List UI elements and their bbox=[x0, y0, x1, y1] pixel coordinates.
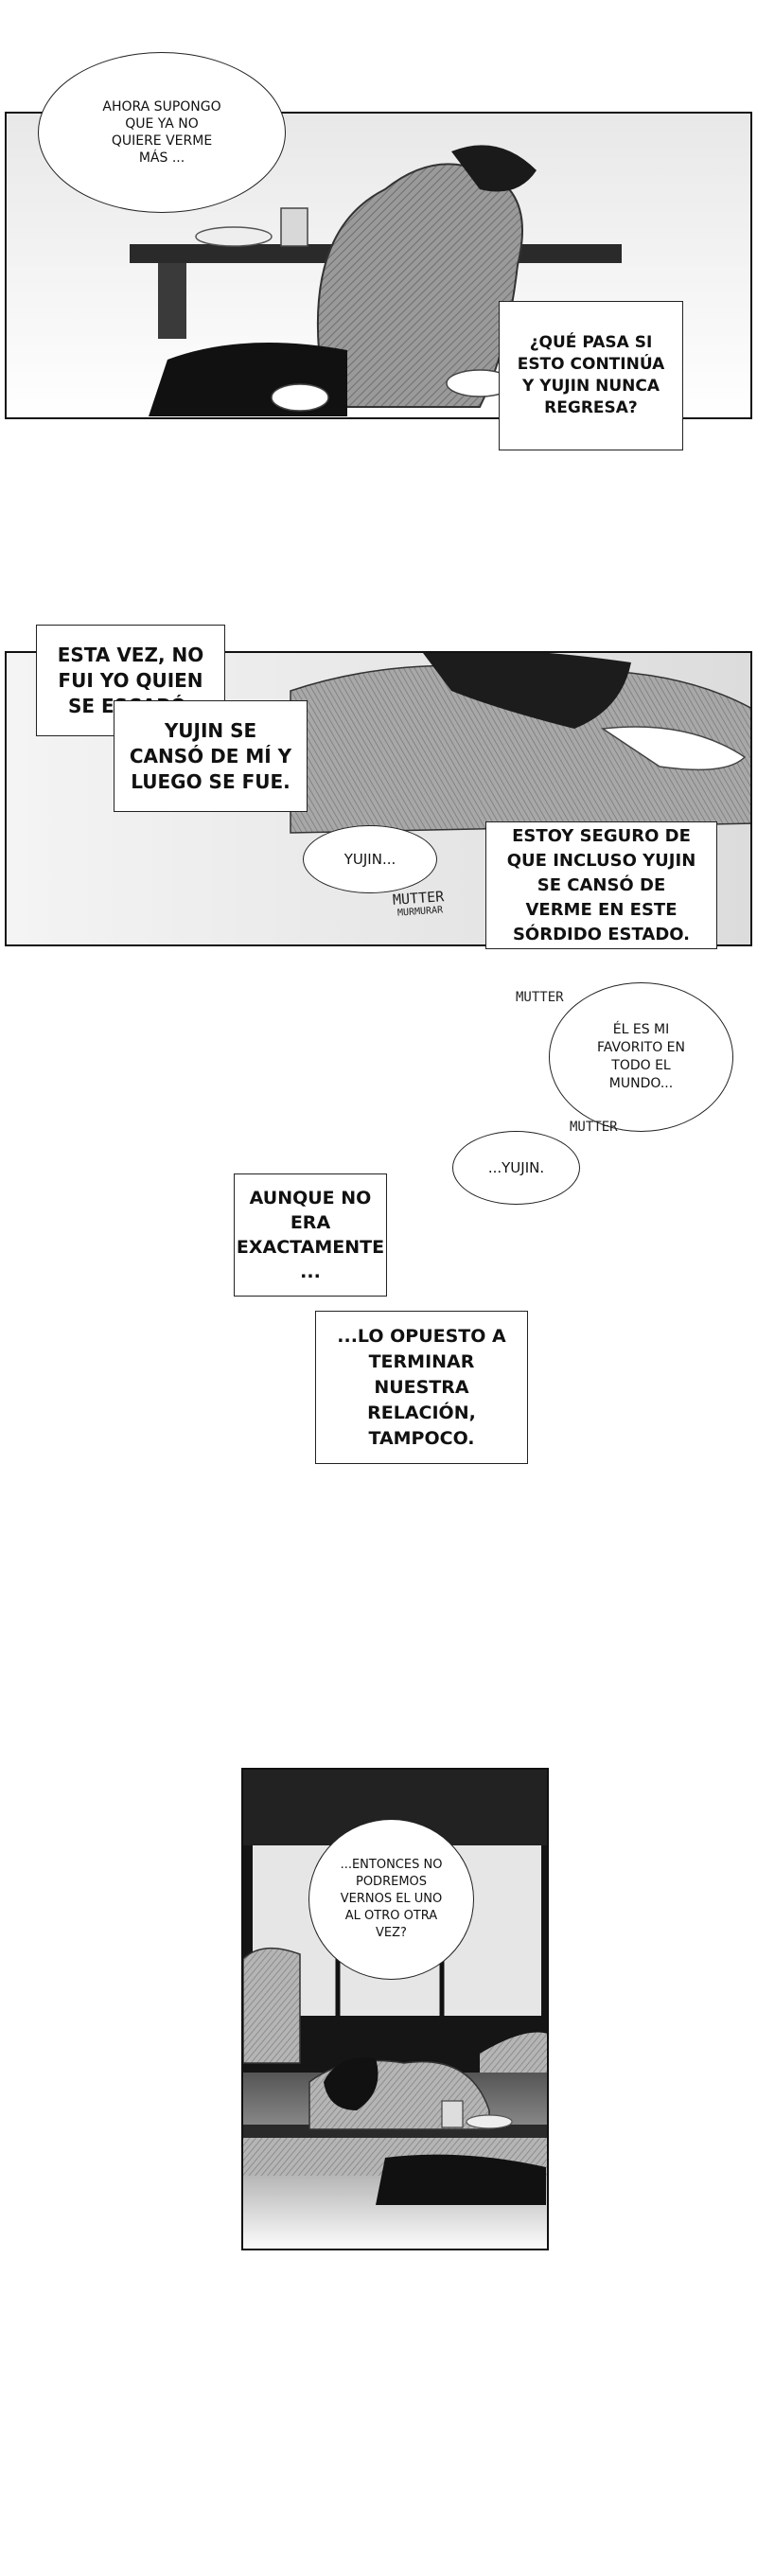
narration-caption: ¿QUÉ PASA SI ESTO CONTINÚA Y YUJIN NUNCA… bbox=[499, 301, 683, 450]
cup bbox=[441, 2100, 464, 2128]
figure-hair bbox=[324, 2057, 378, 2110]
narration-caption: AUNQUE NO ERA EXACTAMENTE ... bbox=[234, 1173, 387, 1297]
figure-legs bbox=[376, 2154, 546, 2205]
speech-bubble: ...ENTONCES NO PODREMOS VERNOS EL UNO AL… bbox=[308, 1819, 474, 1980]
sfx-mutter: MUTTER bbox=[570, 1120, 618, 1135]
narration-caption-2: YUJIN SE CANSÓ DE MÍ Y LUEGO SE FUE. bbox=[114, 700, 308, 812]
sfx-mutter: MUTTER bbox=[516, 990, 564, 1005]
figure-hair bbox=[423, 653, 631, 729]
speech-bubble: YUJIN... bbox=[303, 825, 437, 893]
speech-bubble: ...YUJIN. bbox=[452, 1131, 580, 1205]
plate bbox=[466, 2114, 513, 2129]
narration-caption-3: ESTOY SEGURO DE QUE INCLUSO YUJIN SE CAN… bbox=[485, 821, 717, 949]
figure-hair bbox=[451, 145, 537, 192]
cup bbox=[280, 207, 308, 247]
narration-caption: ...LO OPUESTO A TERMINAR NUESTRA RELACIÓ… bbox=[315, 1311, 528, 1464]
plate bbox=[195, 226, 273, 247]
speech-bubble: AHORA SUPONGO QUE YA NO QUIERE VERME MÁS… bbox=[38, 52, 286, 213]
speech-bubble: ÉL ES MI FAVORITO EN TODO EL MUNDO... bbox=[549, 982, 733, 1132]
